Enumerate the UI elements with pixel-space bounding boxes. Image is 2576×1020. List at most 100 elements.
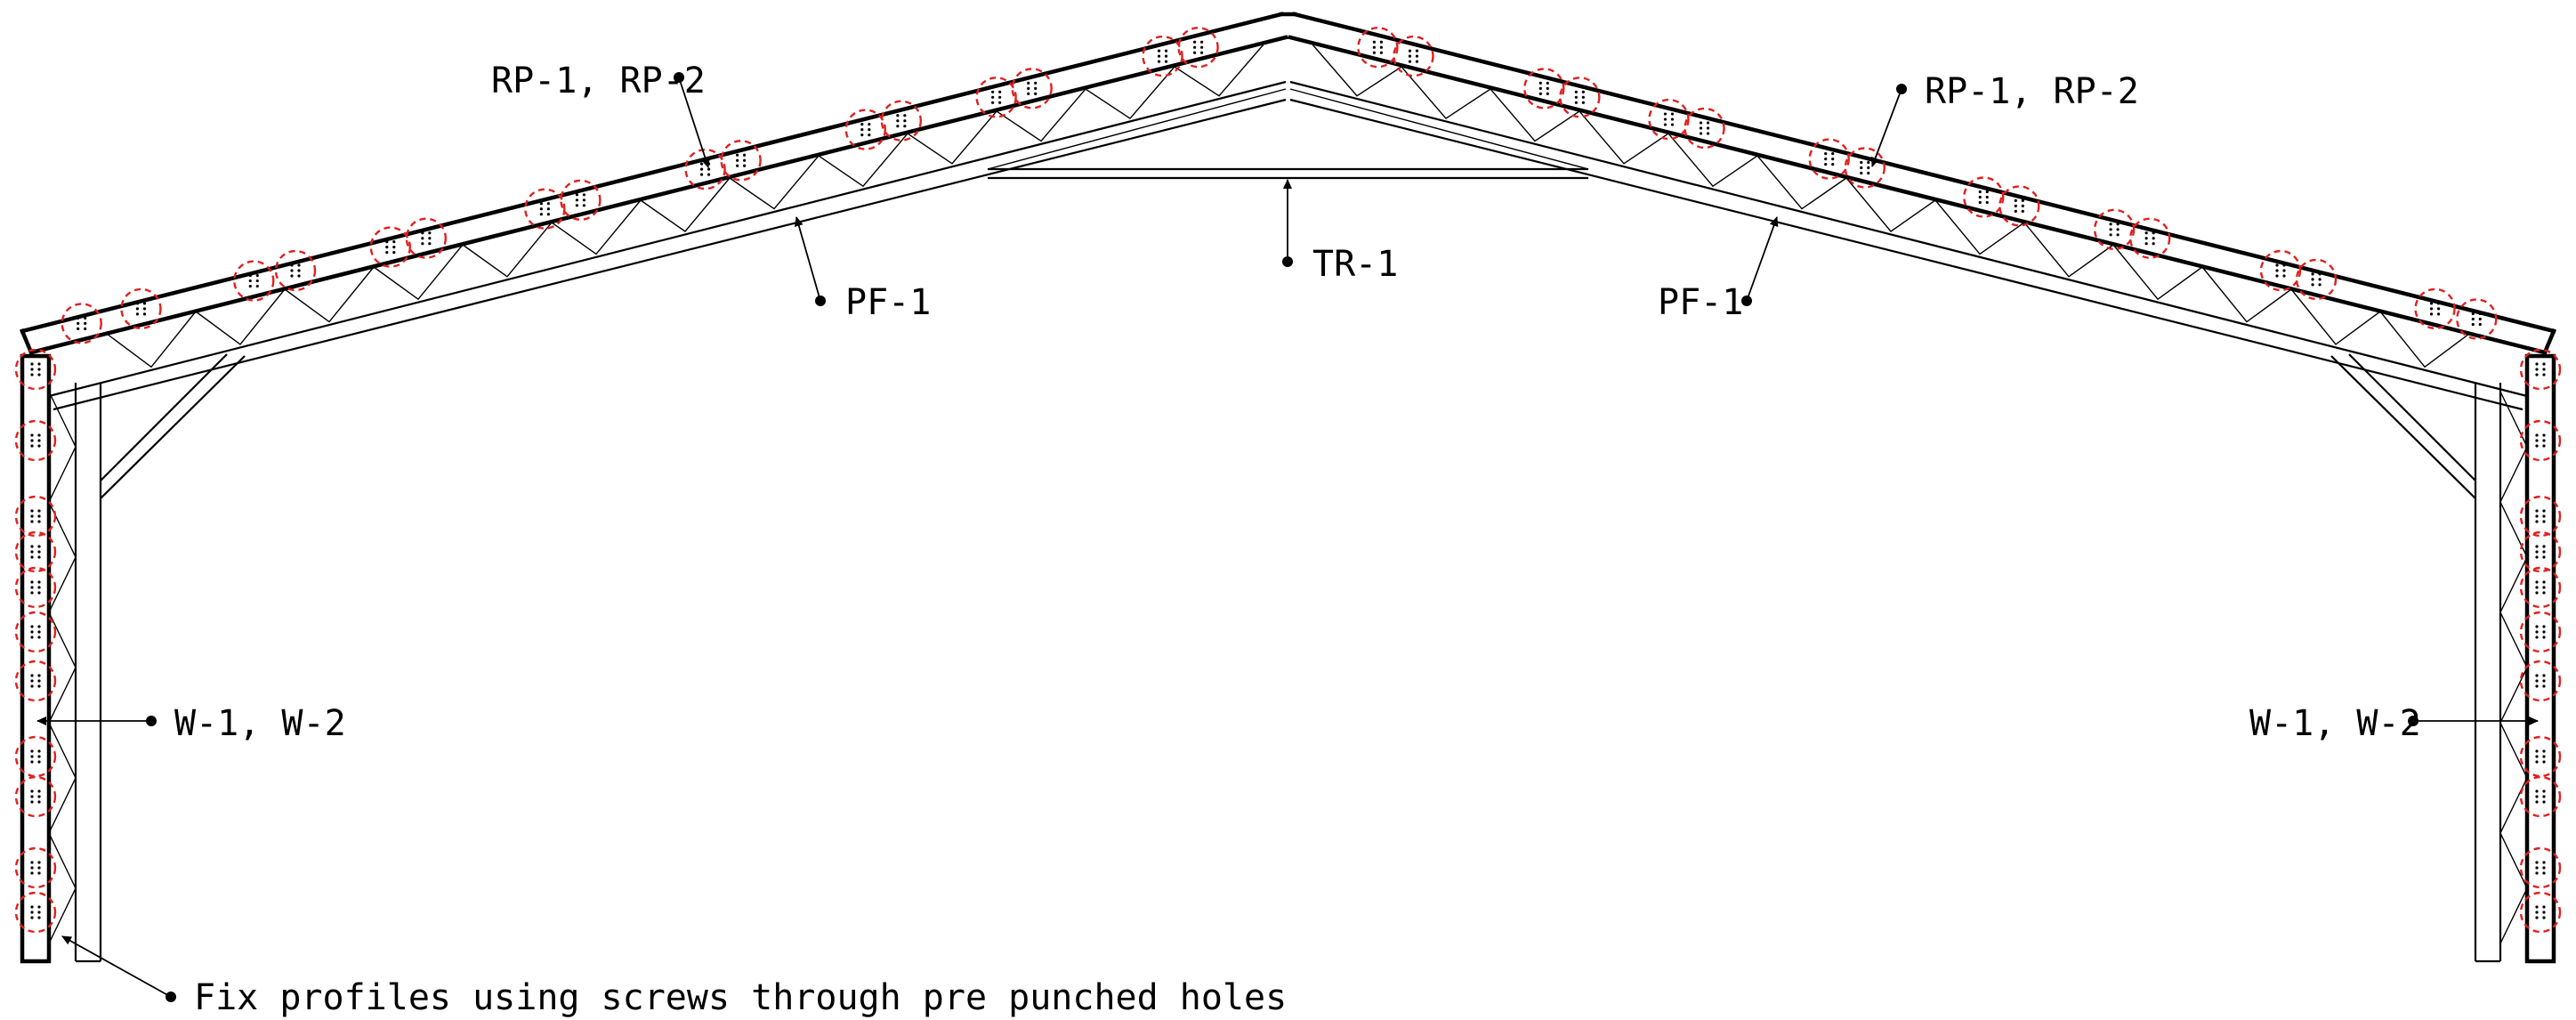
screw-hole-dot (2318, 283, 2322, 287)
fixing-circle (2519, 530, 2562, 573)
screw-hole-dot (2535, 373, 2539, 376)
screw-hole-dot (255, 273, 259, 278)
screw-hole-dot (2116, 228, 2120, 231)
annotation-purlin-left: PF-1 (794, 216, 931, 323)
screw-hole-dot (896, 119, 900, 123)
screw-hole-dot (77, 321, 80, 325)
screw-hole-dot (1581, 90, 1585, 93)
column-web (48, 391, 77, 944)
left-rafter-fixing-marker (369, 226, 411, 268)
screw-hole-dot (37, 800, 41, 804)
screw-hole-dot (1372, 51, 1376, 54)
screw-hole-dot (2152, 237, 2155, 240)
screw-hole-dot (2542, 630, 2546, 634)
right-rafter-fixing-marker (2295, 258, 2338, 301)
screw-hole-dot (248, 273, 252, 278)
screw-hole-dot (582, 198, 586, 202)
screw-hole-dot (37, 550, 41, 554)
screw-hole-dot (428, 242, 432, 246)
screw-hole-dot (1581, 95, 1585, 99)
fixing-circle (14, 495, 57, 538)
fixing-circle (880, 100, 923, 142)
screw-hole-dot (1415, 60, 1419, 63)
screw-hole-dot (1379, 40, 1383, 44)
screw-hole-dot (2542, 800, 2546, 804)
screw-hole-dot (2542, 674, 2546, 677)
fixing-circle (2295, 258, 2338, 301)
screw-hole-dot (546, 207, 550, 211)
screw-hole-dot (2535, 800, 2539, 804)
screw-hole-dot (1867, 171, 1870, 175)
screw-hole-dot (30, 545, 34, 548)
screw-hole-dot (2542, 911, 2546, 914)
screw-hole-dot (2282, 274, 2286, 278)
screw-hole-dot (868, 128, 871, 132)
right-truss-web (1312, 44, 2470, 368)
screw-hole-dot (30, 795, 34, 798)
fixing-circle (975, 77, 1017, 118)
screw-hole-dot (290, 274, 294, 278)
right-rafter-fixing-marker (1357, 27, 1399, 69)
screw-hole-dot (1978, 190, 1982, 194)
screw-hole-dot (2535, 514, 2539, 518)
screw-hole-dot (1581, 101, 1585, 104)
screw-hole-dot (1985, 190, 1989, 194)
left-rafter-fixing-marker (524, 188, 566, 230)
right-rafter-fixing-marker (2259, 249, 2302, 292)
right-column-fixing-marker (2519, 530, 2562, 573)
screw-hole-dot (37, 520, 41, 523)
screw-hole-dot (385, 246, 389, 249)
screw-hole-dot (896, 125, 900, 128)
screw-hole-dot (2535, 755, 2539, 758)
screw-hole-dot (2542, 555, 2546, 559)
left-rafter-eave-end (20, 328, 34, 355)
screw-hole-dot (2535, 580, 2539, 584)
screw-hole-dot (2471, 317, 2475, 321)
screw-hole-dot (2021, 204, 2024, 207)
knee-brace (100, 355, 246, 499)
screw-hole-dot (37, 861, 41, 864)
left-column-fixing-marker (14, 419, 57, 462)
screw-hole-dot (699, 162, 704, 166)
annotation-wall-right: W-1, W-2 (2249, 703, 2539, 744)
screw-hole-dot (2116, 233, 2120, 237)
left-rafter-top-inner (28, 35, 1288, 355)
screw-hole-dot (30, 674, 34, 677)
left-column-fixing-marker (14, 495, 57, 538)
screw-hole-dot (385, 251, 389, 255)
screw-hole-dot (2535, 550, 2539, 554)
screw-hole-dot (2311, 283, 2314, 287)
screw-hole-dot (30, 586, 34, 589)
screw-hole-dot (1408, 49, 1412, 53)
screw-hole-dot (2535, 509, 2539, 513)
screw-hole-dot (546, 202, 550, 206)
annotation-note: Fix profiles using screws through pre pu… (61, 935, 1287, 1018)
left-bottom-chord (48, 80, 1287, 398)
screw-hole-dot (2109, 228, 2112, 231)
screw-hole-dot (248, 279, 252, 283)
screw-hole-dot (37, 760, 41, 764)
fixing-circle (720, 140, 762, 182)
screw-hole-dot (2116, 223, 2120, 226)
screw-hole-dot (37, 684, 41, 688)
fixing-circle (524, 188, 566, 230)
screw-hole-dot (2535, 760, 2539, 764)
screw-hole-dot (707, 167, 711, 171)
screw-hole-dot (1193, 51, 1197, 54)
right-rafter-fixing-marker (2456, 298, 2498, 340)
screw-hole-dot (1699, 132, 1703, 135)
screw-hole-dot (736, 164, 739, 167)
screw-hole-dot (248, 284, 252, 288)
fixing-circle (233, 260, 275, 302)
screw-hole-dot (1027, 86, 1030, 90)
screw-hole-dot (1164, 54, 1168, 58)
left-column-fixing-marker (14, 660, 57, 702)
right-column-fixing-marker (2519, 348, 2562, 391)
label-rafter-right: RP-1, RP-2 (1925, 71, 2139, 112)
screw-hole-dot (421, 242, 424, 246)
screw-hole-dot (1706, 132, 1710, 135)
screw-hole-dot (1200, 51, 1204, 54)
screw-hole-dot (2542, 520, 2546, 523)
screw-hole-dot (392, 240, 396, 244)
screw-hole-dot (2542, 789, 2546, 793)
